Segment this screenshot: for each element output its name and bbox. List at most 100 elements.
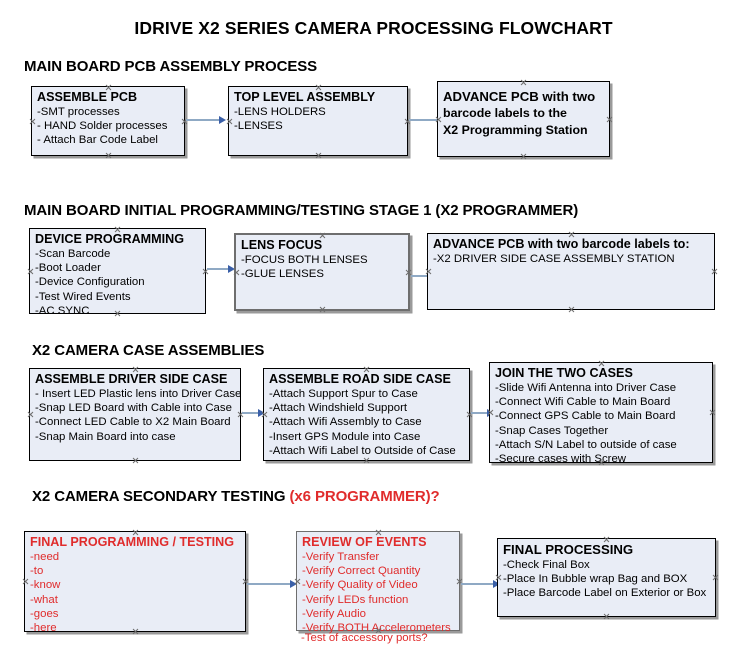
node-line: -Test Wired Events xyxy=(35,290,131,303)
node-line: -here xyxy=(30,622,57,635)
node-line: -Attach Support Spur to Case xyxy=(269,388,418,400)
resize-handle-left[interactable] xyxy=(22,578,29,585)
resize-handle-right[interactable] xyxy=(711,268,718,275)
node-line: barcode labels to the xyxy=(443,106,567,120)
arrowhead-4b-icon xyxy=(493,579,500,588)
node-final-processing[interactable]: FINAL PROCESSING -Check Final Box -Place… xyxy=(497,538,716,617)
node-title: LENS FOCUS xyxy=(241,238,323,252)
resize-handle-bottom[interactable] xyxy=(568,306,575,313)
section-heading-1-text: MAIN BOARD PCB ASSEMBLY PROCESS xyxy=(24,58,318,75)
resize-handle-bottom[interactable] xyxy=(105,152,112,159)
node-title: ASSEMBLE PCB xyxy=(37,90,138,104)
node-top-level-assembly[interactable]: TOP LEVEL ASSEMBLY -LENS HOLDERS -LENSES xyxy=(228,86,408,156)
connector-4b xyxy=(461,583,497,585)
node-line: -Snap Main Board into case xyxy=(35,430,176,443)
node-review-of-events-overflow-line: -Test of accessory ports? xyxy=(301,632,428,644)
section-heading-3-text: X2 CAMERA CASE ASSEMBLIES xyxy=(32,342,265,359)
node-line: -Verify Transfer xyxy=(302,551,380,563)
node-advance-pcb-to-driver-side-station[interactable]: ADVANCE PCB with two barcode labels to: … xyxy=(427,233,715,310)
connector-2a xyxy=(207,268,232,270)
section-heading-4-accent: (x6 PROGRAMMER)? xyxy=(289,488,440,505)
node-title: FINAL PROCESSING xyxy=(503,542,634,557)
resize-handle-left[interactable] xyxy=(226,118,233,125)
page-title: IDRIVE X2 SERIES CAMERA PROCESSING FLOWC… xyxy=(134,18,613,38)
connector-1b xyxy=(409,119,448,121)
resize-handle-top[interactable] xyxy=(520,79,527,86)
resize-handle-bottom[interactable] xyxy=(603,613,610,620)
resize-handle-left[interactable] xyxy=(29,118,36,125)
node-line: -Place Barcode Label on Exterior or Box xyxy=(503,587,707,600)
node-device-programming[interactable]: DEVICE PROGRAMMING -Scan Barcode -Boot L… xyxy=(27,228,206,317)
node-title: ADVANCE PCB with two xyxy=(443,89,596,104)
node-title: ASSEMBLE ROAD SIDE CASE xyxy=(269,372,451,386)
node-line: -Verify Correct Quantity xyxy=(302,565,421,578)
node-join-the-two-cases[interactable]: JOIN THE TWO CASES -Slide Wifi Antenna i… xyxy=(489,362,713,466)
node-line: -goes xyxy=(30,607,59,620)
resize-handle-left[interactable] xyxy=(27,268,34,275)
resize-handle-left[interactable] xyxy=(233,269,240,276)
resize-handle-bottom[interactable] xyxy=(315,152,322,159)
node-line: -know xyxy=(30,579,61,592)
connector-3a xyxy=(242,412,262,414)
node-line: -GLUE LENSES xyxy=(241,268,324,281)
node-line: -to xyxy=(30,565,44,578)
node-line: -Verify LEDs function xyxy=(302,593,409,606)
node-final-programming-testing[interactable]: FINAL PROGRAMMING / TESTING -need -to -k… xyxy=(22,531,246,635)
resize-handle-bottom[interactable] xyxy=(132,457,139,464)
node-line: -Attach S/N Label to outside of case xyxy=(495,438,677,451)
section-heading-2: MAIN BOARD INITIAL PROGRAMMING/TESTING S… xyxy=(24,202,578,219)
arrowhead-4a-icon xyxy=(290,579,297,588)
node-advance-pcb-to-programming-station[interactable]: ADVANCE PCB with two barcode labels to t… xyxy=(437,81,610,157)
node-title: ASSEMBLE DRIVER SIDE CASE xyxy=(35,372,228,386)
node-line: -FOCUS BOTH LENSES xyxy=(241,254,368,266)
section-heading-1: MAIN BOARD PCB ASSEMBLY PROCESS xyxy=(24,58,317,75)
section-heading-3: X2 CAMERA CASE ASSEMBLIES xyxy=(32,342,264,359)
node-line: - Attach Bar Code Label xyxy=(37,134,158,147)
node-line: -need xyxy=(30,551,60,563)
node-line: -Verify Quality of Video xyxy=(302,579,418,592)
node-line: - HAND Solder processes xyxy=(37,120,168,133)
node-line: -Boot Loader xyxy=(35,262,101,275)
node-line: X2 Programming Station xyxy=(443,122,588,137)
node-line: -LENSES xyxy=(234,120,283,133)
connector-3b xyxy=(471,412,491,414)
node-assemble-pcb[interactable]: ASSEMBLE PCB -SMT processes - HAND Solde… xyxy=(31,86,185,156)
node-title: FINAL PROGRAMMING / TESTING xyxy=(30,535,235,549)
resize-handle-left[interactable] xyxy=(27,411,34,418)
resize-handle-bottom[interactable] xyxy=(319,306,326,313)
node-assemble-driver-side-case[interactable]: ASSEMBLE DRIVER SIDE CASE - Insert LED P… xyxy=(29,368,241,461)
section-heading-4-text: X2 CAMERA SECONDARY TESTING xyxy=(32,488,290,505)
node-line: -Verify BOTH Accelerometers xyxy=(302,622,451,635)
node-title: JOIN THE TWO CASES xyxy=(495,366,633,380)
section-heading-2-text: MAIN BOARD INITIAL PROGRAMMING/TESTING S… xyxy=(24,202,579,219)
arrowhead-1a-icon xyxy=(219,115,226,124)
node-line: -Secure cases with Screw xyxy=(495,453,627,466)
connector-1a xyxy=(186,119,224,121)
node-title: DEVICE PROGRAMMING xyxy=(35,232,185,246)
node-line: -what xyxy=(30,593,58,606)
node-line: -AC SYNC xyxy=(35,304,90,317)
resize-handle-left[interactable] xyxy=(425,268,432,275)
node-line: -Attach Wifi Label to Outside of Case xyxy=(269,444,456,457)
node-line: -Insert GPS Module into Case xyxy=(269,430,421,443)
node-line: -SMT processes xyxy=(37,106,120,118)
node-line: -Verify Audio xyxy=(302,607,366,620)
node-line: - Insert LED Plastic lens into Driver Ca… xyxy=(35,388,242,400)
node-line: -Connect GPS Cable to Main Board xyxy=(495,410,676,423)
arrowhead-2a-icon xyxy=(228,264,235,273)
node-lens-focus[interactable]: LENS FOCUS -FOCUS BOTH LENSES -GLUE LENS… xyxy=(234,233,410,311)
connector-4a xyxy=(247,583,294,585)
node-review-of-events[interactable]: REVIEW OF EVENTS -Verify Transfer -Verif… xyxy=(296,531,460,634)
node-line: -Scan Barcode xyxy=(35,248,111,260)
node-line: -Place In Bubble wrap Bag and BOX xyxy=(503,573,688,586)
node-line: -Attach Windshield Support xyxy=(269,402,408,415)
node-line: -Connect LED Cable to X2 Main Board xyxy=(35,416,231,429)
node-line: -Slide Wifi Antenna into Driver Case xyxy=(495,382,677,394)
resize-handle-bottom[interactable] xyxy=(520,153,527,160)
node-line: -Connect Wifi Cable to Main Board xyxy=(495,396,671,409)
section-heading-4: X2 CAMERA SECONDARY TESTING (x6 PROGRAMM… xyxy=(32,488,440,505)
node-assemble-road-side-case[interactable]: ASSEMBLE ROAD SIDE CASE -Attach Support … xyxy=(263,368,470,461)
node-line: -Attach Wifi Assembly to Case xyxy=(269,416,422,429)
node-title: TOP LEVEL ASSEMBLY xyxy=(234,90,376,104)
